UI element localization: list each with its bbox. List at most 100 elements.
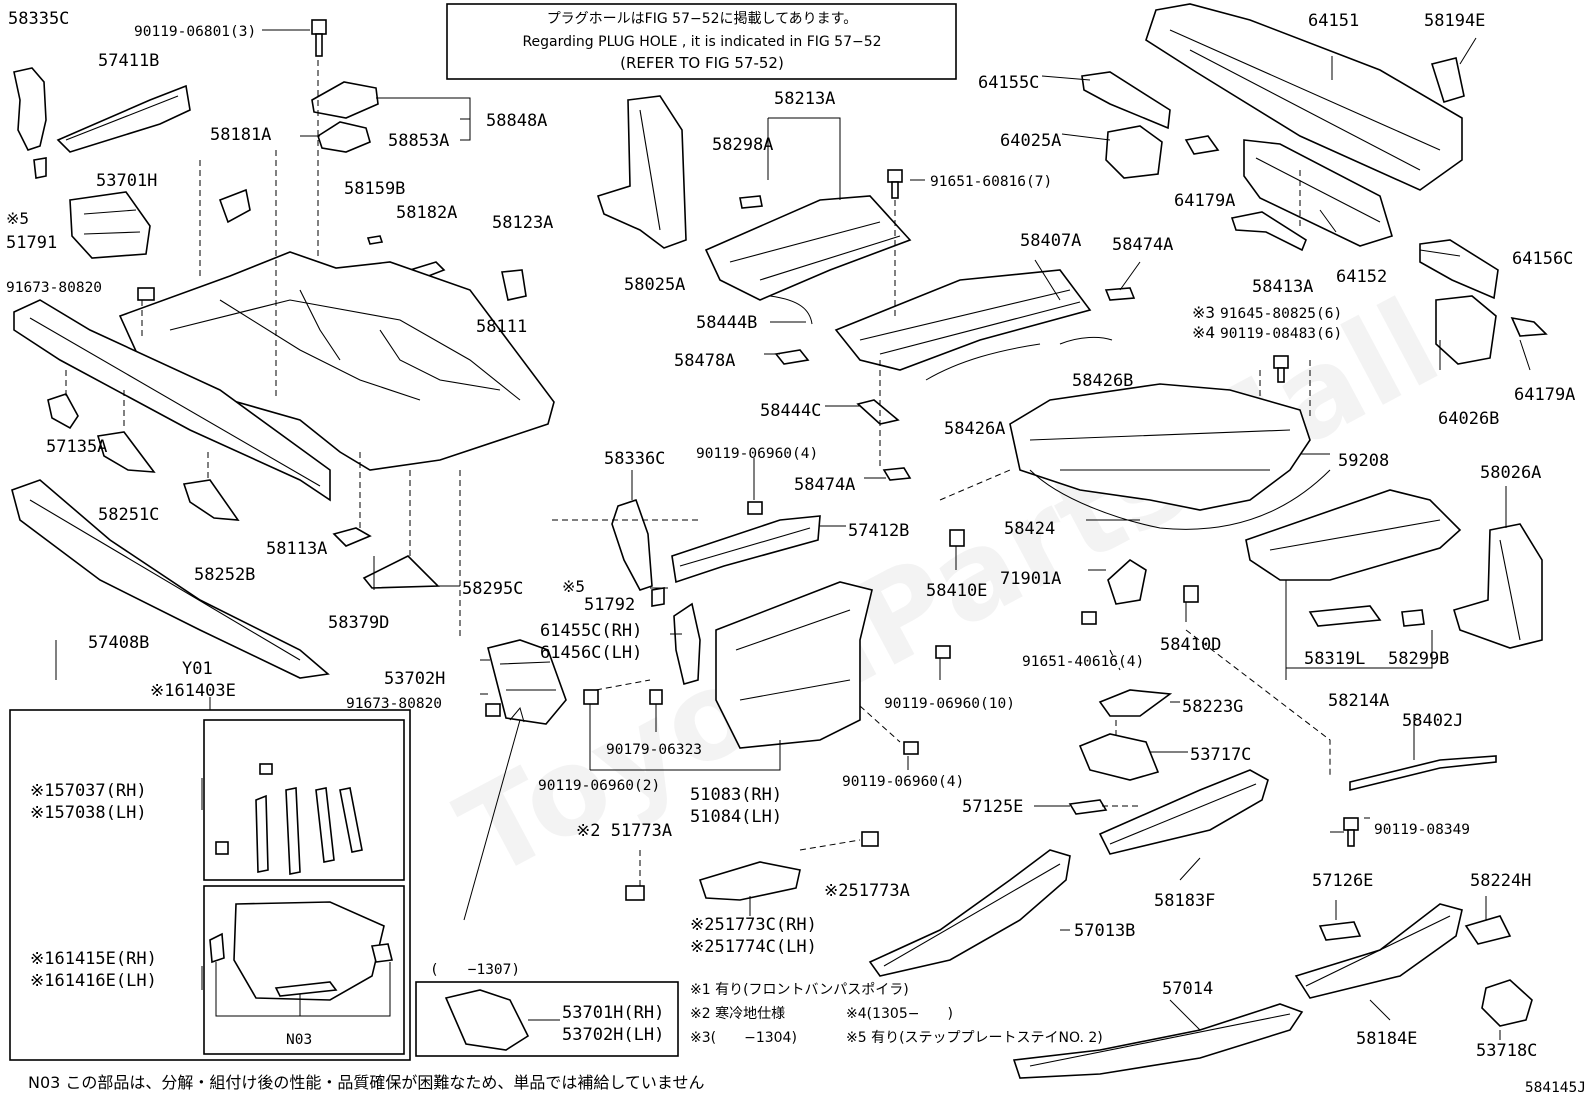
- label-note5-a: ※5: [6, 209, 29, 228]
- notice-line-3: (REFER TO FIG 57-52): [620, 54, 784, 72]
- label-58474A-b: 58474A: [794, 475, 855, 495]
- label-58194E: 58194E: [1424, 11, 1485, 31]
- label-57412B: 57412B: [848, 521, 909, 541]
- label-91673-80820-b: 91673-80820: [346, 696, 442, 712]
- label-64155C: 64155C: [978, 73, 1039, 93]
- label-58181A: 58181A: [210, 125, 271, 145]
- label-58214A: 58214A: [1328, 691, 1389, 711]
- label-51791: 51791: [6, 233, 57, 253]
- label-58183F: 58183F: [1154, 891, 1215, 911]
- label-58251C: 58251C: [98, 505, 159, 525]
- label-71901A: 71901A: [1000, 569, 1061, 589]
- label-53702H-LH: 53702H(LH): [562, 1025, 664, 1045]
- label-51773C: ※251773C(RH): [690, 915, 817, 935]
- label-58426B: 58426B: [1072, 371, 1133, 391]
- label-57135A: 57135A: [46, 437, 107, 457]
- label-58025A: 58025A: [624, 275, 685, 295]
- notice-line-1: プラグホールはFIG 57−52に掲載してあります。: [547, 11, 858, 27]
- label-58413A: 58413A: [1252, 277, 1313, 297]
- label-58182A: 58182A: [396, 203, 457, 223]
- label-58848A: 58848A: [486, 111, 547, 131]
- label-58407A: 58407A: [1020, 231, 1081, 251]
- label-range-1307: ( −1307): [430, 962, 520, 978]
- part-labels: 58335C 90119-06801(3) 57411B 58848A 5885…: [6, 9, 1575, 1061]
- label-58424: 58424: [1004, 519, 1055, 539]
- label-91673-80820-a: 91673-80820: [6, 280, 102, 296]
- label-57125E: 57125E: [962, 797, 1023, 817]
- inset-1307: [415, 981, 679, 1057]
- label-57411B: 57411B: [98, 51, 159, 71]
- label-91645-80825: 91645-80825(6): [1220, 306, 1342, 322]
- label-58295C: 58295C: [462, 579, 523, 599]
- label-51774C: ※251774C(LH): [690, 937, 817, 957]
- label-58379D: 58379D: [328, 613, 389, 633]
- label-Y01: Y01: [182, 659, 213, 679]
- label-64152: 64152: [1336, 267, 1387, 287]
- label-90119-06801: 90119-06801(3): [134, 24, 256, 40]
- label-note3: ※3: [1192, 303, 1215, 322]
- label-64026B: 64026B: [1438, 409, 1499, 429]
- label-58224H: 58224H: [1470, 871, 1531, 891]
- label-61403E: ※161403E: [150, 681, 236, 701]
- label-58123A: 58123A: [492, 213, 553, 233]
- label-90119-06960-4-b: 90119-06960(4): [842, 774, 964, 790]
- label-57408B: 57408B: [88, 633, 149, 653]
- label-58299B: 58299B: [1388, 649, 1449, 669]
- label-64156C: 64156C: [1512, 249, 1573, 269]
- label-53718C: 53718C: [1476, 1041, 1537, 1061]
- label-58410E: 58410E: [926, 581, 987, 601]
- label-58444B: 58444B: [696, 313, 757, 333]
- notice-box: プラグホールはFIG 57−52に掲載してあります。 Regarding PLU…: [446, 3, 957, 80]
- label-53702H: 53702H: [384, 669, 445, 689]
- label-58474A-a: 58474A: [1112, 235, 1173, 255]
- label-90119-06960-10: 90119-06960(10): [884, 696, 1015, 712]
- label-58298A: 58298A: [712, 135, 773, 155]
- label-64179A-a: 64179A: [1174, 191, 1235, 211]
- figure-code: 584145J: [1525, 1080, 1586, 1096]
- label-58113A: 58113A: [266, 539, 327, 559]
- label-61415E: ※161415E(RH): [30, 949, 157, 969]
- label-58111: 58111: [476, 317, 527, 337]
- label-57126E: 57126E: [1312, 871, 1373, 891]
- part-shapes: [11, 3, 1548, 1079]
- label-58426A: 58426A: [944, 419, 1005, 439]
- label-51773A-a: ※2 51773A: [576, 821, 672, 841]
- legend-note-2: ※2 寒冷地仕様: [690, 1005, 785, 1022]
- label-91651-60816: 91651-60816(7): [930, 174, 1052, 190]
- label-64151: 64151: [1308, 11, 1359, 31]
- label-90119-08349: 90119-08349: [1374, 822, 1470, 838]
- label-58402J: 58402J: [1402, 711, 1463, 731]
- label-58336C: 58336C: [604, 449, 665, 469]
- label-90179-06323: 90179-06323: [606, 742, 702, 758]
- label-90119-06960-2: 90119-06960(2): [538, 778, 660, 794]
- label-N03: N03: [286, 1032, 312, 1048]
- label-57037: ※157037(RH): [30, 781, 147, 801]
- label-58026A: 58026A: [1480, 463, 1541, 483]
- label-64179A-b: 64179A: [1514, 385, 1575, 405]
- label-51084: 51084(LH): [690, 807, 782, 827]
- legend-note-1: ※1 有り(フロントバンパスポイラ): [690, 982, 909, 998]
- label-53701H-RH: 53701H(RH): [562, 1003, 664, 1023]
- legend-note-3: ※3( −1304): [690, 1030, 797, 1046]
- label-53717C: 53717C: [1190, 745, 1251, 765]
- label-58410D: 58410D: [1160, 635, 1221, 655]
- label-57013B: 57013B: [1074, 921, 1135, 941]
- notice-line-2: Regarding PLUG HOLE , it is indicated in…: [522, 34, 881, 50]
- label-51773A-b: ※251773A: [824, 881, 910, 901]
- label-note5-b: ※5: [562, 577, 585, 596]
- label-53701H: 53701H: [96, 171, 157, 191]
- label-90119-08483: 90119-08483(6): [1220, 326, 1342, 342]
- label-58478A: 58478A: [674, 351, 735, 371]
- label-58252B: 58252B: [194, 565, 255, 585]
- label-59208: 59208: [1338, 451, 1389, 471]
- label-61416E: ※161416E(LH): [30, 971, 157, 991]
- label-58213A: 58213A: [774, 89, 835, 109]
- label-58159B: 58159B: [344, 179, 405, 199]
- label-61455C: 61455C(RH): [540, 621, 642, 641]
- legend-note-4: ※4(1305− ): [846, 1006, 953, 1022]
- legend-notes: ※1 有り(フロントバンパスポイラ) ※2 寒冷地仕様 ※4(1305− ) ※…: [690, 982, 1103, 1046]
- footnote-n03: N03 この部品は、分解・組付け後の性能・品質確保が困難なため、単品では補給して…: [28, 1073, 704, 1092]
- inset-y01: [9, 709, 411, 1061]
